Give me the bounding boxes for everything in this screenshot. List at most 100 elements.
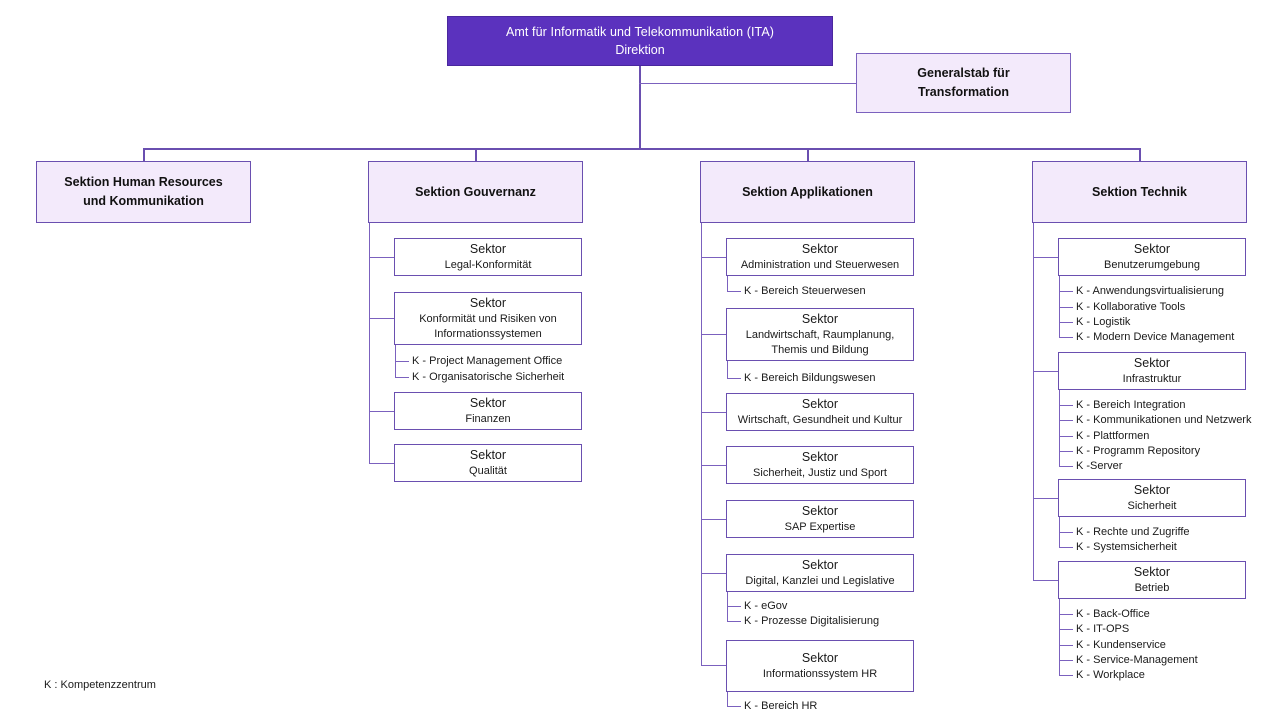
- section-applikationen-line1: Sektion Applikationen: [742, 184, 873, 199]
- sektor-sicherheit-sub-0: Sicherheit: [1127, 500, 1177, 512]
- sektor-landwirtschaft-raumplanung-sub-1: Themis und Bildung: [771, 344, 869, 356]
- kitem-kollaborative-tools: K - Kollaborative Tools: [1076, 301, 1186, 313]
- connector-trunk-technik: [1033, 223, 1034, 580]
- connector-applikationen-stub-4: [701, 465, 726, 466]
- kitem-workplace: K - Workplace: [1076, 669, 1145, 681]
- kitem-service-management: K - Service-Management: [1076, 654, 1198, 666]
- node-generalstab[interactable]: Generalstab für Transformation: [856, 53, 1071, 113]
- connector-technik-k-stub-2-0: [1059, 405, 1073, 406]
- connector-applikationen-k-stub-1-0: [727, 291, 741, 292]
- sektor-infrastruktur-sub-0: Infrastruktur: [1122, 373, 1182, 385]
- connector-technik-k-trunk-1: [1059, 276, 1060, 337]
- sektor-landwirtschaft-raumplanung-sub-0: Landwirtschaft, Raumplanung,: [745, 329, 895, 341]
- sektor-wirtschaft-gesundheit-kultur-label: Sektor: [801, 397, 839, 411]
- connector-main-bus: [143, 148, 1140, 150]
- kitem-it-ops: K - IT-OPS: [1076, 623, 1130, 635]
- connector-technik-k-stub-4-2: [1059, 645, 1073, 646]
- sektor-informationssystem-hr-label: Sektor: [801, 651, 839, 665]
- connector-gouvernanz-k-stub-2-0: [395, 361, 409, 362]
- sektor-qualitaet[interactable]: Sektor Qualität: [394, 444, 582, 482]
- connector-drop-human-resources: [143, 148, 145, 162]
- sektor-betrieb-sub-0: Betrieb: [1134, 582, 1170, 594]
- connector-technik-k-stub-1-0: [1059, 291, 1073, 292]
- section-applikationen[interactable]: Sektion Applikationen: [700, 161, 915, 223]
- kitem-back-office: K - Back-Office: [1076, 608, 1150, 620]
- connector-trunk-applikationen: [701, 223, 702, 665]
- sektor-benutzerumgebung-sub-0: Benutzerumgebung: [1103, 259, 1200, 271]
- connector-applikationen-stub-6: [701, 573, 726, 574]
- connector-trunk-gouvernanz: [369, 223, 370, 463]
- connector-applikationen-stub-7: [701, 665, 726, 666]
- connector-applikationen-k-stub-6-0: [727, 606, 741, 607]
- node-generalstab-line1: Generalstab für: [917, 66, 1010, 80]
- connector-technik-k-stub-2-4: [1059, 466, 1073, 467]
- sektor-konformitaet-risiken-sub-1: Informationssystemen: [434, 328, 542, 340]
- sektor-landwirtschaft-raumplanung[interactable]: Sektor Landwirtschaft, Raumplanung, Them…: [726, 308, 914, 361]
- sektor-informationssystem-hr[interactable]: Sektor Informationssystem HR: [726, 640, 914, 692]
- sektor-digital-kanzlei-legislative[interactable]: Sektor Digital, Kanzlei und Legislative: [726, 554, 914, 592]
- connector-applikationen-k-stub-6-1: [727, 621, 741, 622]
- section-human-resources[interactable]: Sektion Human Resources und Kommunikatio…: [36, 161, 251, 223]
- kitem-kommunikationen-netzwerk: K - Kommunikationen und Netzwerk: [1076, 414, 1252, 426]
- sektor-administration-steuerwesen-sub-0: Administration und Steuerwesen: [740, 259, 900, 271]
- sektor-finanzen-sub-0: Finanzen: [465, 413, 511, 425]
- sektor-sap-expertise-sub-0: SAP Expertise: [784, 521, 856, 533]
- sektor-digital-kanzlei-legislative-label: Sektor: [801, 558, 839, 572]
- connector-applikationen-stub-3: [701, 412, 726, 413]
- sektor-sap-expertise-label: Sektor: [801, 504, 839, 518]
- connector-technik-k-trunk-2: [1059, 390, 1060, 466]
- sektor-benutzerumgebung-label: Sektor: [1133, 242, 1171, 256]
- connector-technik-stub-3: [1033, 498, 1058, 499]
- sektor-konformitaet-risiken[interactable]: Sektor Konformität und Risiken von Infor…: [394, 292, 582, 345]
- sektor-sap-expertise[interactable]: Sektor SAP Expertise: [726, 500, 914, 538]
- sektor-sicherheit[interactable]: Sektor Sicherheit: [1058, 479, 1246, 517]
- kitem-egov: K - eGov: [744, 600, 788, 612]
- sektor-wirtschaft-gesundheit-kultur[interactable]: Sektor Wirtschaft, Gesundheit und Kultur: [726, 393, 914, 431]
- kitem-bereich-steuerwesen: K - Bereich Steuerwesen: [744, 285, 866, 297]
- connector-applikationen-stub-5: [701, 519, 726, 520]
- section-human-resources-line1: Sektion Human Resources: [64, 175, 223, 189]
- kitem-rechte-und-zugriffe: K - Rechte und Zugriffe: [1076, 526, 1190, 538]
- node-direktion-line2: Direktion: [615, 43, 665, 57]
- connector-technik-k-trunk-4: [1059, 599, 1060, 675]
- sektor-betrieb[interactable]: Sektor Betrieb: [1058, 561, 1246, 599]
- kitem-kundenservice: K - Kundenservice: [1076, 639, 1166, 651]
- sektor-finanzen-label: Sektor: [469, 396, 507, 410]
- connector-gouvernanz-k-stub-2-1: [395, 377, 409, 378]
- sektor-digital-kanzlei-legislative-sub-0: Digital, Kanzlei und Legislative: [745, 575, 895, 587]
- connector-drop-gouvernanz: [475, 148, 477, 162]
- sektor-wirtschaft-gesundheit-kultur-sub-0: Wirtschaft, Gesundheit und Kultur: [737, 414, 903, 426]
- sektor-infrastruktur-label: Sektor: [1133, 356, 1171, 370]
- connector-technik-k-stub-4-0: [1059, 614, 1073, 615]
- sektor-sicherheit-label: Sektor: [1133, 483, 1171, 497]
- kitem-programm-repository: K - Programm Repository: [1076, 445, 1201, 457]
- node-generalstab-line2: Transformation: [918, 85, 1009, 99]
- kitem-anwendungsvirtualisierung: K - Anwendungsvirtualisierung: [1076, 285, 1224, 297]
- node-direktion[interactable]: Amt für Informatik und Telekommunikation…: [447, 16, 833, 66]
- sektor-sicherheit-justiz-sport[interactable]: Sektor Sicherheit, Justiz und Sport: [726, 446, 914, 484]
- section-gouvernanz[interactable]: Sektion Gouvernanz: [368, 161, 583, 223]
- connector-technik-stub-2: [1033, 371, 1058, 372]
- sektor-infrastruktur[interactable]: Sektor Infrastruktur: [1058, 352, 1246, 390]
- section-technik[interactable]: Sektion Technik: [1032, 161, 1247, 223]
- sektor-landwirtschaft-raumplanung-label: Sektor: [801, 312, 839, 326]
- sektor-benutzerumgebung[interactable]: Sektor Benutzerumgebung: [1058, 238, 1246, 276]
- sektor-administration-steuerwesen[interactable]: Sektor Administration und Steuerwesen: [726, 238, 914, 276]
- kitem-prozesse-digitalisierung: K - Prozesse Digitalisierung: [744, 615, 880, 627]
- kitem-organisatorische-sicherheit: K - Organisatorische Sicherheit: [412, 371, 565, 383]
- connector-applikationen-k-trunk-2: [727, 361, 728, 378]
- connector-gouvernanz-stub-3: [369, 411, 394, 412]
- legend-kompetenzzentrum: K : Kompetenzzentrum: [44, 679, 156, 691]
- connector-technik-k-stub-1-2: [1059, 322, 1073, 323]
- connector-root-to-staff: [639, 83, 856, 84]
- connector-applikationen-stub-2: [701, 334, 726, 335]
- sektor-legal-konformitaet[interactable]: Sektor Legal-Konformität: [394, 238, 582, 276]
- sektor-betrieb-label: Sektor: [1133, 565, 1171, 579]
- kitem-systemsicherheit: K - Systemsicherheit: [1076, 541, 1177, 553]
- connector-technik-k-stub-2-1: [1059, 420, 1073, 421]
- connector-root-stem: [639, 66, 641, 149]
- connector-applikationen-k-trunk-1: [727, 276, 728, 291]
- sektor-finanzen[interactable]: Sektor Finanzen: [394, 392, 582, 430]
- connector-technik-k-stub-1-3: [1059, 337, 1073, 338]
